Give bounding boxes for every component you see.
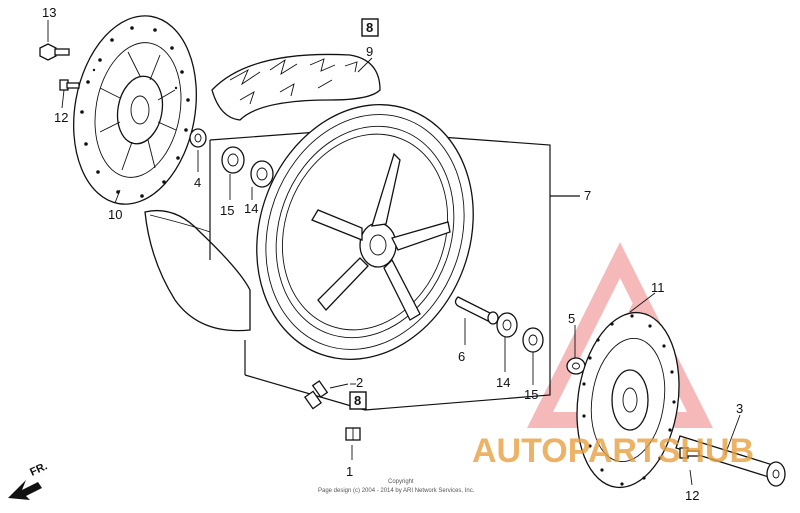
tire-lower bbox=[144, 209, 251, 332]
leader-lines bbox=[47, 20, 741, 486]
front-axle bbox=[675, 435, 786, 487]
callout-2: 2 bbox=[356, 375, 363, 390]
callout-12-left: 12 bbox=[54, 110, 68, 125]
boxed-ref-8-bottom: 8 bbox=[349, 391, 367, 410]
callout-1: 1 bbox=[346, 464, 353, 479]
callout-12-right: 12 bbox=[685, 488, 699, 503]
callout-5: 5 bbox=[568, 311, 575, 326]
dust-seal-right bbox=[522, 327, 544, 353]
callout-14-right: 14 bbox=[496, 375, 510, 390]
bearing-right bbox=[496, 312, 518, 338]
watermark-text: AUTOPARTSHUB bbox=[472, 432, 754, 470]
disc-bolt-right bbox=[679, 447, 700, 459]
callout-3: 3 bbox=[736, 401, 743, 416]
callout-7: 7 bbox=[584, 188, 591, 203]
bearing-left bbox=[250, 160, 274, 188]
dust-seal-left bbox=[221, 146, 245, 174]
copyright-line1: Copyright bbox=[388, 479, 414, 485]
callout-15-left: 15 bbox=[220, 203, 234, 218]
balance-weight bbox=[345, 427, 361, 441]
copyright-line2: Page design (c) 2004 - 2014 by ARI Netwo… bbox=[318, 488, 475, 494]
callout-15-right: 15 bbox=[524, 387, 538, 402]
callout-13: 13 bbox=[42, 5, 56, 20]
svg-text:8: 8 bbox=[354, 393, 361, 408]
callout-14-left: 14 bbox=[244, 201, 258, 216]
callout-9: 9 bbox=[366, 44, 373, 59]
callout-6: 6 bbox=[458, 349, 465, 364]
side-collar-left bbox=[189, 128, 207, 148]
distance-collar bbox=[454, 296, 499, 325]
flange-bolt bbox=[39, 43, 70, 61]
boxed-ref-8-top: 8 bbox=[361, 18, 379, 37]
wheel-rim bbox=[256, 104, 474, 360]
front-direction-arrow: FR. bbox=[8, 460, 49, 500]
valve-stem bbox=[303, 380, 349, 410]
left-brake-disc bbox=[73, 15, 197, 205]
callout-4: 4 bbox=[194, 175, 201, 190]
right-brake-disc bbox=[576, 311, 680, 489]
callout-11: 11 bbox=[651, 280, 665, 295]
tire-upper bbox=[211, 53, 381, 121]
assembly-bracket bbox=[209, 129, 580, 411]
disc-bolt-left bbox=[59, 79, 80, 91]
direction-label: FR. bbox=[28, 460, 49, 478]
callout-10: 10 bbox=[108, 207, 122, 222]
svg-text:8: 8 bbox=[366, 20, 373, 35]
callout-labels: 13 12 10 4 15 14 9 7 2 1 6 14 15 5 11 3 … bbox=[42, 5, 743, 503]
